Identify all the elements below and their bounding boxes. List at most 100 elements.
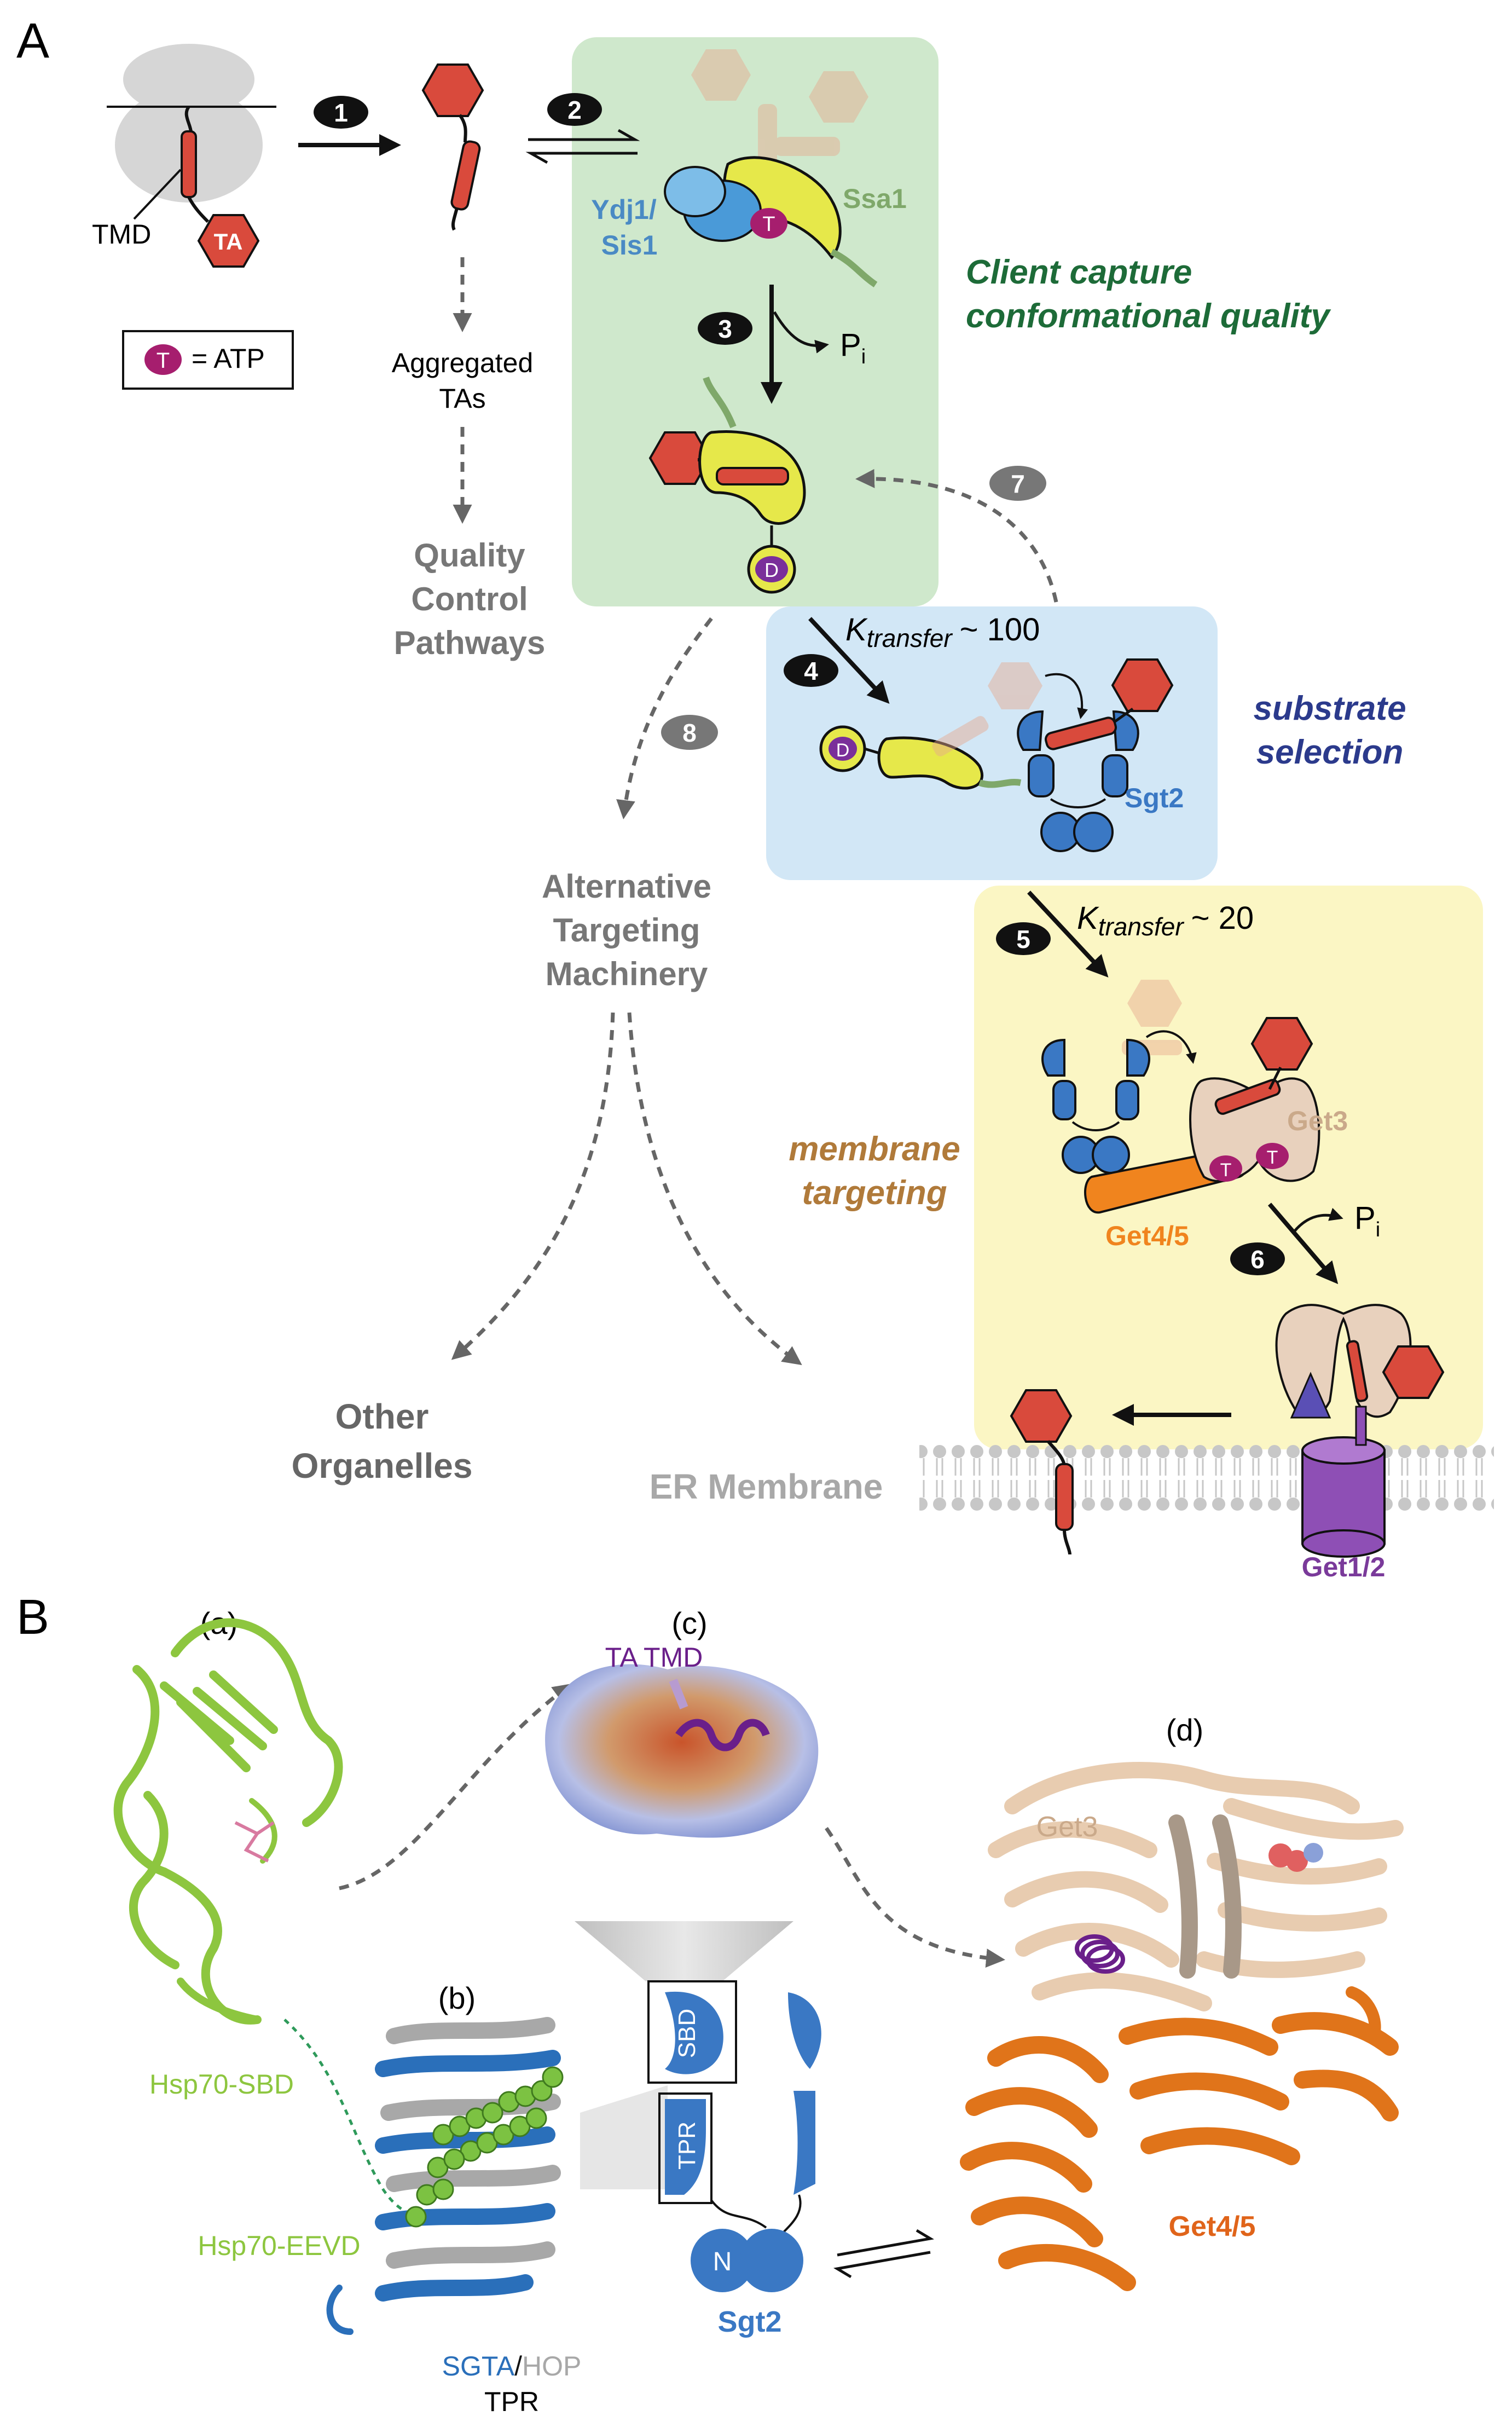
ydj1-label-1: Ydj1/ [591,194,657,225]
alternative-line-1: Alternative [542,868,711,905]
get45-structure [960,1986,1399,2291]
ta-label: TA [214,229,243,255]
membrane-targeting-title-2: targeting [802,1174,947,1212]
sgt2-cartoon [647,1980,821,2292]
pi-label-3: Pi [840,327,866,368]
hsp70-eevd-label: Hsp70-EEVD [198,2230,360,2261]
hsp70-sbd-structure [113,1618,343,2025]
hop-text: HOP [522,2351,581,2381]
sgt2-sbd-surface [545,1664,819,1838]
get3-label-a: Get3 [1287,1106,1348,1136]
client-capture-box [572,37,939,606]
adp-label-2: D [836,740,850,761]
step-6-badge [1230,1242,1285,1275]
get45-label-b: Get4/5 [1169,2211,1256,2242]
tmd-label: TMD [92,219,151,250]
alternative-line-3: Machinery [546,956,708,992]
step-5-label: 5 [1016,925,1030,953]
eevd-peptide-spheres [405,2066,564,2228]
arrow-c-to-d [825,1826,1005,1968]
aggregated-line-1: Aggregated [392,348,534,378]
sub-d-label: (d) [1166,1713,1203,1747]
sgt2-dimer-1 [1017,658,1174,852]
step-3-badge [698,312,752,345]
substrate-selection-box [766,606,1218,880]
inserted-ta-protein [1010,1389,1074,1555]
atp-legend-text: = ATP [192,343,265,374]
ssa1-adp-complex [648,376,806,594]
arrow-step-2-equilibrium [525,129,640,164]
quality-control-line-1: Quality [414,537,525,574]
step-2-badge [547,93,602,126]
membrane-targeting-title-1: membrane [789,1130,960,1168]
ta-tmd-label: TA TMD [605,1642,703,1673]
arrow-step-7 [855,469,1058,603]
arrow-to-er-membrane [627,1012,802,1366]
adp-label-1: D [764,559,779,581]
atp-label-ssa1: T [762,213,775,236]
tpr-domain-label: TPR [674,2121,700,2170]
sgt2-label-1: Sgt2 [1125,783,1184,813]
ssa1-to-sgt2-transfer [819,662,1088,790]
step-1-badge [314,96,368,129]
arrow-pi-release-3 [773,311,829,354]
ta-tmd-helix-d [1075,1934,1125,1974]
arrow-step-4 [808,617,890,704]
sgta-hop-label: SGTA/HOP [442,2351,582,2381]
arrow-step-6 [1267,1202,1339,1285]
get45-label-a: Get4/5 [1105,1221,1189,1251]
zoom-cone [575,1921,793,1981]
atp-legend-symbol: T [157,349,170,373]
step-7-badge [989,466,1046,501]
step-8-badge [661,715,718,750]
sub-b-label: (b) [438,1981,476,2015]
ribosome [107,44,276,223]
other-organelles-line-2: Organelles [292,1446,473,1485]
panel-a-label: A [16,14,49,68]
tpr-structure [326,2017,561,2335]
get12-receptor [1301,1436,1386,1558]
step-4-label: 4 [804,657,818,685]
step-8-label: 8 [682,719,697,747]
substrate-selection-title-1: substrate [1253,690,1406,727]
ktransfer-100: Ktransfer~ 100 [845,612,1040,652]
quality-control-line-3: Pathways [394,625,546,661]
get3-label-b: Get3 [1036,1811,1098,1843]
atp-label-get3-a: T [1220,1160,1232,1181]
panel-b-label: B [16,1590,49,1645]
sgt2-get-equilibrium [833,2229,935,2279]
get3-nucleotide [1268,1843,1323,1872]
pi-label-6: Pi [1354,1200,1380,1241]
atp-legend-icon [144,344,182,375]
substrate-selection-title-2: selection [1256,733,1404,771]
get3-at-membrane [1275,1304,1445,1446]
alternative-line-2: Targeting [553,912,700,949]
step-5-badge [996,922,1051,955]
zoom-cone-2 [580,2085,668,2189]
ktransfer-20: Ktransfer~ 20 [1077,900,1254,941]
faded-ta-proteins [691,49,868,175]
arrow-a-to-c [339,1683,572,1890]
step-3-label: 3 [718,315,732,343]
ligand-sticks [234,1821,275,1863]
step-1-label: 1 [334,99,348,127]
arrow-pi-release-6 [1293,1207,1343,1233]
sgt2-label-b: Sgt2 [717,2305,781,2338]
sgt2-get3-complex [1041,980,1320,1214]
get3-structure [988,1762,1404,2011]
ta-hexagon [197,214,260,268]
ssa1-label: Ssa1 [843,183,907,214]
arrow-to-other-organelles [451,1012,615,1360]
sub-c-label: (c) [671,1606,707,1640]
sbd-domain-label: SBD [674,2009,700,2058]
ydj1-label-2: Sis1 [601,230,658,261]
step-4-badge [784,654,838,687]
slash-text: / [514,2351,522,2381]
arrow-step-8 [616,617,713,819]
get12-label: Get1/2 [1302,1552,1386,1582]
er-membrane-bilayer [919,1445,1494,1511]
sgta-text: SGTA [442,2351,515,2381]
other-organelles-line-1: Other [335,1397,429,1436]
er-membrane-label: ER Membrane [650,1467,883,1506]
